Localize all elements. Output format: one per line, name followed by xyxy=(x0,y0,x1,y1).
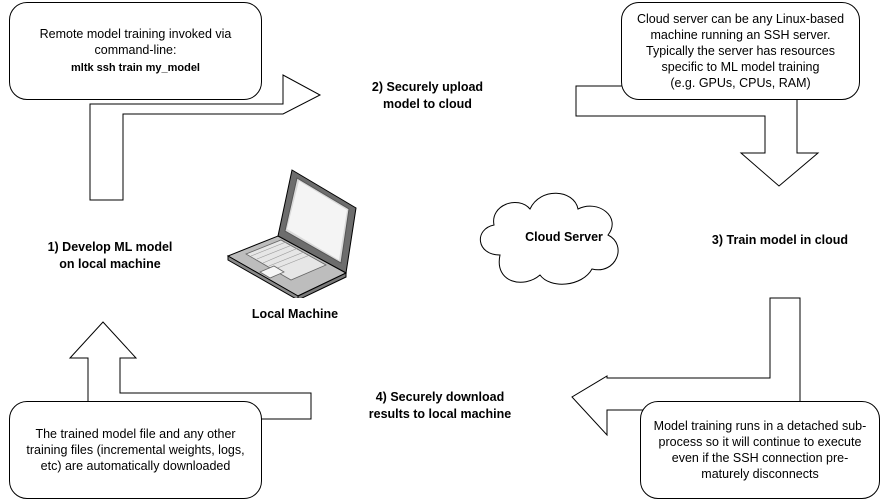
step-4-label: 4) Securely download results to local ma… xyxy=(340,389,540,423)
detached-note-box: Model training runs in a detached sub- p… xyxy=(640,401,880,499)
laptop-icon xyxy=(226,169,357,298)
server-note-line-5: (e.g. GPUs, CPUs, RAM) xyxy=(670,76,811,90)
download-arrow xyxy=(571,297,801,437)
step-3-label: 3) Train model in cloud xyxy=(690,232,870,249)
download-note-line-1: The trained model file and any other xyxy=(35,427,236,441)
step-2-line-1: 2) Securely upload xyxy=(371,80,484,94)
detached-note-line-1: Model training runs in a detached sub- xyxy=(653,419,867,433)
detached-note-line-3: even if the SSH connection pre- xyxy=(671,451,849,465)
invoke-note-line-2: command-line: xyxy=(94,43,177,57)
return-arrow xyxy=(68,321,312,420)
upload-arrow xyxy=(89,74,322,201)
step-4-line-1: 4) Securely download xyxy=(375,390,505,404)
server-note-line-1: Cloud server can be any Linux-based xyxy=(636,12,845,26)
step-2-label: 2) Securely upload model to cloud xyxy=(345,79,510,113)
step-1-line-2: on local machine xyxy=(59,257,161,271)
invoke-note-box: Remote model training invoked via comman… xyxy=(9,2,262,100)
local-machine-label: Local Machine xyxy=(251,307,339,321)
cloud-server-label: Cloud Server xyxy=(525,230,603,244)
step-3-line-1: 3) Train model in cloud xyxy=(711,233,849,247)
invoke-command: mltk ssh train my_model xyxy=(71,62,200,74)
step-4-line-2: results to local machine xyxy=(368,407,512,421)
download-note-box: The trained model file and any other tra… xyxy=(9,401,262,499)
server-note-line-4: specific to ML model training xyxy=(661,60,820,74)
detached-note-line-4: maturely disconnects xyxy=(701,467,819,481)
server-note-line-2: machine running an SSH server. xyxy=(650,28,831,42)
invoke-note-line-1: Remote model training invoked via xyxy=(39,27,232,41)
step-1-label: 1) Develop ML model on local machine xyxy=(20,239,200,273)
download-note-line-2: training files (incremental weights, log… xyxy=(26,443,245,457)
cloud-icon xyxy=(479,192,619,285)
step-2-line-2: model to cloud xyxy=(383,97,472,111)
step-1-line-1: 1) Develop ML model xyxy=(47,240,173,254)
train-arrow xyxy=(575,85,820,187)
download-note-line-3: etc) are automatically downloaded xyxy=(40,459,231,473)
server-note-box: Cloud server can be any Linux-based mach… xyxy=(621,2,860,100)
detached-note-line-2: process so it will continue to execute xyxy=(658,435,862,449)
server-note-line-3: Typically the server has resources xyxy=(646,44,835,58)
